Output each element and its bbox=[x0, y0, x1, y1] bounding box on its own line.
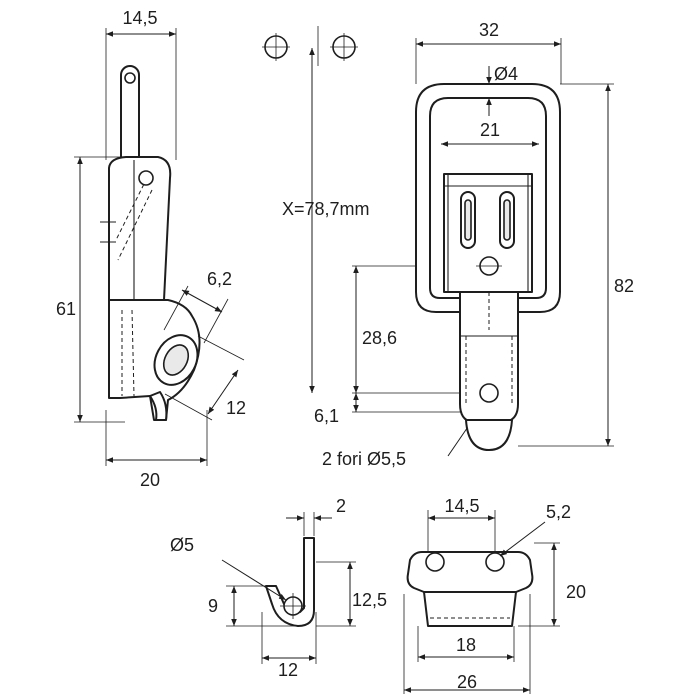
dim-catch-inner-width: 18 bbox=[456, 635, 476, 655]
side-edge-ticks bbox=[100, 221, 116, 243]
side-wire-pin bbox=[124, 72, 136, 84]
dim-catch-front-hole-dia: 5,2 bbox=[546, 502, 571, 522]
catch-front-view bbox=[406, 551, 534, 627]
dim-front-width: 32 bbox=[479, 20, 499, 40]
dim-side-slot-width: 12 bbox=[226, 398, 246, 418]
side-lever-eye-hole bbox=[162, 344, 190, 376]
latch-side-view bbox=[100, 65, 201, 421]
dim-catch-thickness: 2 bbox=[336, 496, 346, 516]
dim-catch-hole-spacing: 14,5 bbox=[444, 496, 479, 516]
dim-hole-spacing: 28,6 bbox=[362, 328, 397, 348]
front-lever-tip bbox=[465, 419, 513, 451]
catch-hook-face bbox=[423, 591, 517, 627]
front-lower-hole bbox=[479, 383, 499, 403]
dim-catch-hook-height: 9 bbox=[208, 596, 218, 616]
catch-side-labels: 2 Ø5 9 12,5 12 bbox=[170, 496, 387, 680]
dim-catch-front-height: 20 bbox=[566, 582, 586, 602]
dim-side-hole-dia: 6,2 bbox=[207, 269, 232, 289]
catch-side-view bbox=[265, 537, 315, 627]
dim-inner-width: 21 bbox=[480, 120, 500, 140]
dim-side-height: 61 bbox=[56, 299, 76, 319]
side-dimension-labels: 14,5 61 6,2 12 20 bbox=[56, 8, 246, 490]
dim-wire-dia: Ø4 bbox=[494, 64, 518, 84]
front-left-labels: X=78,7mm 28,6 6,1 2 fori Ø5,5 bbox=[282, 199, 406, 469]
front-dimension-labels: 32 Ø4 21 82 bbox=[479, 20, 634, 296]
dim-front-height: 82 bbox=[614, 276, 634, 296]
catch-front-dimensions bbox=[403, 510, 560, 694]
side-hook-tip bbox=[149, 391, 168, 421]
side-body-plate bbox=[108, 156, 172, 301]
dim-side-base-width: 20 bbox=[140, 470, 160, 490]
catch-side-dimensions bbox=[221, 512, 356, 664]
side-dimension-lines bbox=[74, 28, 245, 466]
dim-catch-width: 12 bbox=[278, 660, 298, 680]
dim-catch-height: 12,5 bbox=[352, 590, 387, 610]
dim-side-width-top: 14,5 bbox=[122, 8, 157, 28]
mounting-hole-markers bbox=[262, 26, 358, 66]
catch-front-labels: 14,5 5,2 20 18 26 bbox=[444, 496, 586, 692]
latch-front-view bbox=[415, 83, 561, 451]
dim-hole-offset: 6,1 bbox=[314, 406, 339, 426]
holes-note: 2 fori Ø5,5 bbox=[322, 449, 406, 469]
dim-catch-front-width: 26 bbox=[457, 672, 477, 692]
dim-catch-hole-dia: Ø5 bbox=[170, 535, 194, 555]
front-dimension-lines bbox=[415, 38, 614, 447]
front-left-dimensions bbox=[309, 48, 488, 457]
front-lever-hidden bbox=[465, 292, 513, 404]
catch-front-hole-left bbox=[425, 552, 445, 572]
side-hidden-lines bbox=[115, 171, 153, 261]
side-lever-hidden bbox=[121, 309, 135, 397]
dim-x-length: X=78,7mm bbox=[282, 199, 370, 219]
catch-front-hole-right bbox=[485, 552, 505, 572]
side-upper-pin bbox=[138, 170, 154, 186]
